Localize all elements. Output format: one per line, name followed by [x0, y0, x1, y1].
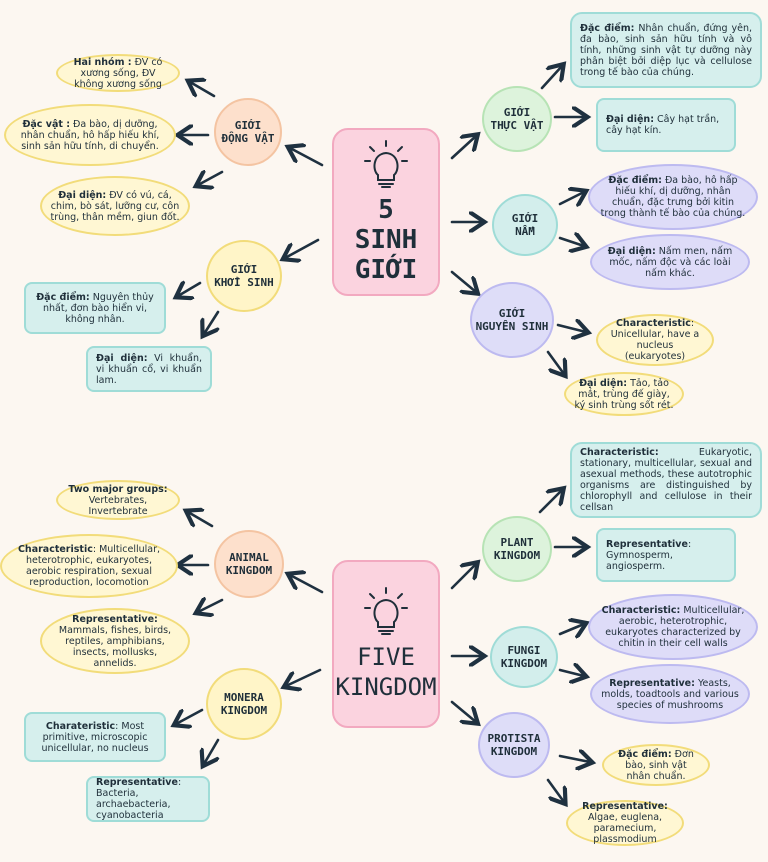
arrow: [450, 564, 476, 590]
kingdom-monera-vi: GIỚI KHỞI SINH: [206, 240, 282, 312]
kingdom-fungi-en: FUNGI KINGDOM: [490, 626, 558, 688]
arrow: [204, 310, 218, 334]
kingdom-monera-en: MONERA KINGDOM: [206, 668, 282, 740]
kingdom-protista-vi: GIỚI NGUYÊN SINH: [470, 282, 554, 358]
kingdom-animal-en: ANIMAL KINGDOM: [214, 530, 284, 598]
arrow: [556, 325, 586, 332]
kingdom-protista-en: PROTISTA KINGDOM: [478, 712, 550, 778]
kingdom-label-1: GIỚI: [498, 307, 526, 320]
center-node-vi: 5 SINH GIỚI: [332, 128, 440, 296]
note-animal-char-vi: Đặc vật : Đa bào, dị dưỡng, nhân chuẩn, …: [4, 104, 176, 166]
arrow: [540, 66, 562, 90]
note-protista-char-en: Đặc điểm: Đơn bào, sinh vật nhân chuẩn.: [602, 744, 710, 786]
arrow: [450, 136, 476, 160]
arrow: [558, 756, 590, 762]
kingdom-label-2: KINGDOM: [490, 745, 538, 758]
arrow: [198, 172, 224, 185]
kingdom-label-1: ANIMAL: [229, 551, 269, 564]
arrow: [176, 710, 204, 724]
arrow: [178, 283, 202, 296]
note-protista-rep-vi: Đại diện: Tảo, tảo mắt, trùng đế giày, k…: [564, 372, 684, 416]
kingdom-label-2: KINGDOM: [225, 564, 273, 577]
note-protista-rep-en: Representative: Algae, euglena, parameci…: [566, 800, 684, 846]
note-animal-groups-en: Two major groups: Vertebrates, Invertebr…: [56, 480, 180, 520]
note-fungi-char-vi: Đặc điểm: Đa bào, hô hấp hiếu khí, dị dư…: [588, 164, 758, 230]
center-node-en: FIVE KINGDOM: [332, 560, 440, 728]
center-line-1: 5: [378, 195, 394, 225]
kingdom-label-2: ĐỘNG VẬT: [221, 132, 275, 145]
note-plant-rep-vi: Đại diện: Cây hạt trần, cây hạt kín.: [596, 98, 736, 152]
note-fungi-char-en: Characteristic: Multicellular, aerobic, …: [588, 594, 758, 660]
kingdom-plant-en: PLANT KINGDOM: [482, 516, 552, 582]
kingdom-label-2: THỰC VẬT: [490, 119, 544, 132]
note-monera-rep-en: Representative: Bacteria, archaebacteria…: [86, 776, 210, 822]
kingdom-plant-vi: GIỚI THỰC VẬT: [482, 86, 552, 152]
arrow: [290, 575, 324, 594]
kingdom-label-1: PROTISTA: [487, 732, 541, 745]
kingdom-animal-vi: GIỚI ĐỘNG VẬT: [214, 98, 282, 166]
lightbulb-icon: [364, 587, 408, 635]
note-fungi-rep-vi: Đại diện: Nấm men, nấm mốc, nấm độc và c…: [590, 234, 750, 290]
arrow: [204, 738, 218, 764]
note-plant-char-vi: Đặc điểm: Nhân chuẩn, đứng yên, đa bào, …: [570, 12, 762, 88]
note-plant-rep-en: Representative: Gymnosperm, angiosperm.: [596, 528, 736, 582]
kingdom-label-1: GIỚI: [511, 212, 539, 225]
note-animal-rep-en: Representative: Mammals, fishes, birds, …: [40, 608, 190, 674]
arrow: [558, 192, 584, 204]
center-line-2: KINGDOM: [335, 673, 437, 701]
arrow: [285, 238, 320, 258]
note-animal-groups-vi: Hai nhóm : ĐV có xương sống, ĐV không xư…: [56, 54, 180, 92]
arrow: [558, 238, 584, 246]
kingdom-label-1: GIỚI: [234, 119, 262, 132]
arrow: [538, 490, 562, 514]
arrow: [546, 778, 564, 802]
kingdom-label-1: MONERA: [224, 691, 264, 704]
kingdom-label-2: KHỞI SINH: [214, 276, 274, 289]
center-line-3: GIỚI: [354, 255, 418, 285]
note-animal-rep-vi: Đại diện: ĐV có vú, cá, chim, bò sát, lư…: [40, 176, 190, 236]
kingdom-label-1: PLANT: [500, 536, 534, 549]
kingdom-label-1: GIỚI: [230, 263, 258, 276]
note-monera-rep-vi: Đại diện: Vi khuẩn, vi khuẩn cổ, vi khuẩ…: [86, 346, 212, 392]
lightbulb-icon: [364, 140, 408, 188]
center-line-1: FIVE: [357, 643, 415, 671]
kingdom-fungi-vi: GIỚI NẤM: [492, 194, 558, 256]
note-animal-char-en: Characteristic: Multicellular, heterotro…: [0, 534, 178, 598]
arrow: [450, 700, 476, 722]
arrow: [190, 82, 216, 96]
arrow: [286, 668, 322, 686]
kingdom-label-2: KINGDOM: [500, 657, 548, 670]
arrow: [198, 600, 224, 612]
arrow: [546, 350, 564, 374]
arrow: [558, 670, 584, 676]
center-line-2: SINH: [354, 225, 418, 255]
arrow: [188, 512, 214, 526]
note-fungi-rep-en: Representative: Yeasts, molds, toadtools…: [590, 664, 750, 724]
note-monera-char-vi: Đặc điểm: Nguyên thủy nhất, đơn bào hiển…: [24, 282, 166, 334]
kingdom-label-2: KINGDOM: [220, 704, 268, 717]
note-plant-char-en: Characteristic: Eukaryotic, stationary, …: [570, 442, 762, 518]
arrow: [450, 270, 476, 292]
note-monera-char-en: Charateristic: Most primitive, microscop…: [24, 712, 166, 762]
kingdom-label-2: NẤM: [515, 225, 535, 238]
kingdom-label-2: KINGDOM: [493, 549, 541, 562]
kingdom-label-2: NGUYÊN SINH: [475, 320, 549, 333]
kingdom-label-1: FUNGI: [507, 644, 541, 657]
arrow: [558, 624, 584, 634]
arrow: [290, 148, 324, 167]
kingdom-label-1: GIỚI: [503, 106, 531, 119]
note-protista-char-vi: Characteristic: Unicellular, have a nucl…: [596, 314, 714, 366]
